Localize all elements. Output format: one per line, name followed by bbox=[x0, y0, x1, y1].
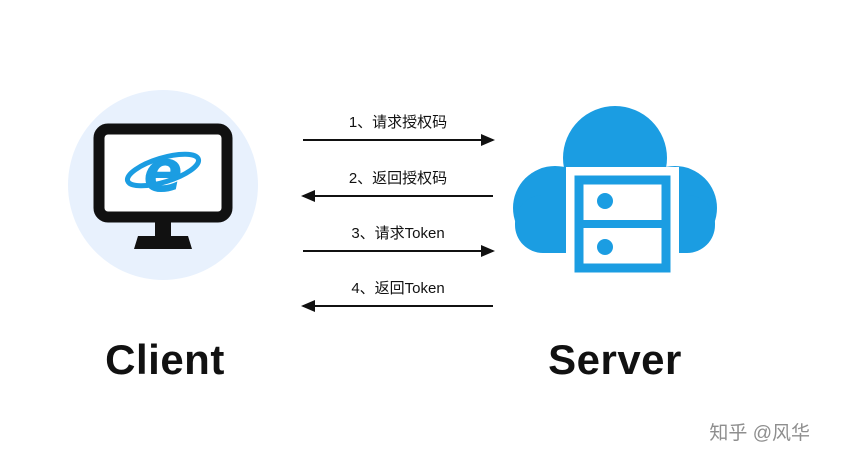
arrowhead-right-icon bbox=[481, 134, 495, 146]
watermark: 知乎 @风华 bbox=[709, 423, 810, 444]
server-box-icon bbox=[566, 167, 679, 280]
message-label: 4、返回Token bbox=[351, 280, 445, 297]
message-request-auth-code: 1、请求授权码 bbox=[303, 113, 495, 146]
client-icon-background: e bbox=[68, 90, 258, 280]
ie-browser-monitor-icon: e bbox=[93, 123, 233, 249]
message-request-token: 3、请求Token bbox=[303, 224, 495, 257]
client-label: Client bbox=[105, 336, 225, 383]
arrowhead-left-icon bbox=[301, 190, 315, 202]
cloud-server-icon bbox=[513, 106, 717, 280]
arrow-line-right bbox=[303, 245, 495, 257]
ie-logo: e bbox=[124, 137, 202, 205]
arrowhead-left-icon bbox=[301, 300, 315, 312]
message-return-token: 4、返回Token bbox=[301, 279, 493, 312]
arrow-line-left bbox=[301, 190, 493, 202]
message-label: 1、请求授权码 bbox=[348, 114, 448, 131]
message-label: 3、请求Token bbox=[351, 225, 445, 242]
arrowhead-right-icon bbox=[481, 245, 495, 257]
message-return-auth-code: 2、返回授权码 bbox=[301, 169, 493, 202]
message-label: 2、返回授权码 bbox=[348, 170, 448, 187]
monitor-frame bbox=[93, 123, 233, 249]
svg-text:e: e bbox=[143, 137, 182, 205]
server-label: Server bbox=[548, 336, 682, 383]
arrow-line-right bbox=[303, 134, 495, 146]
arrow-line-left bbox=[301, 300, 493, 312]
